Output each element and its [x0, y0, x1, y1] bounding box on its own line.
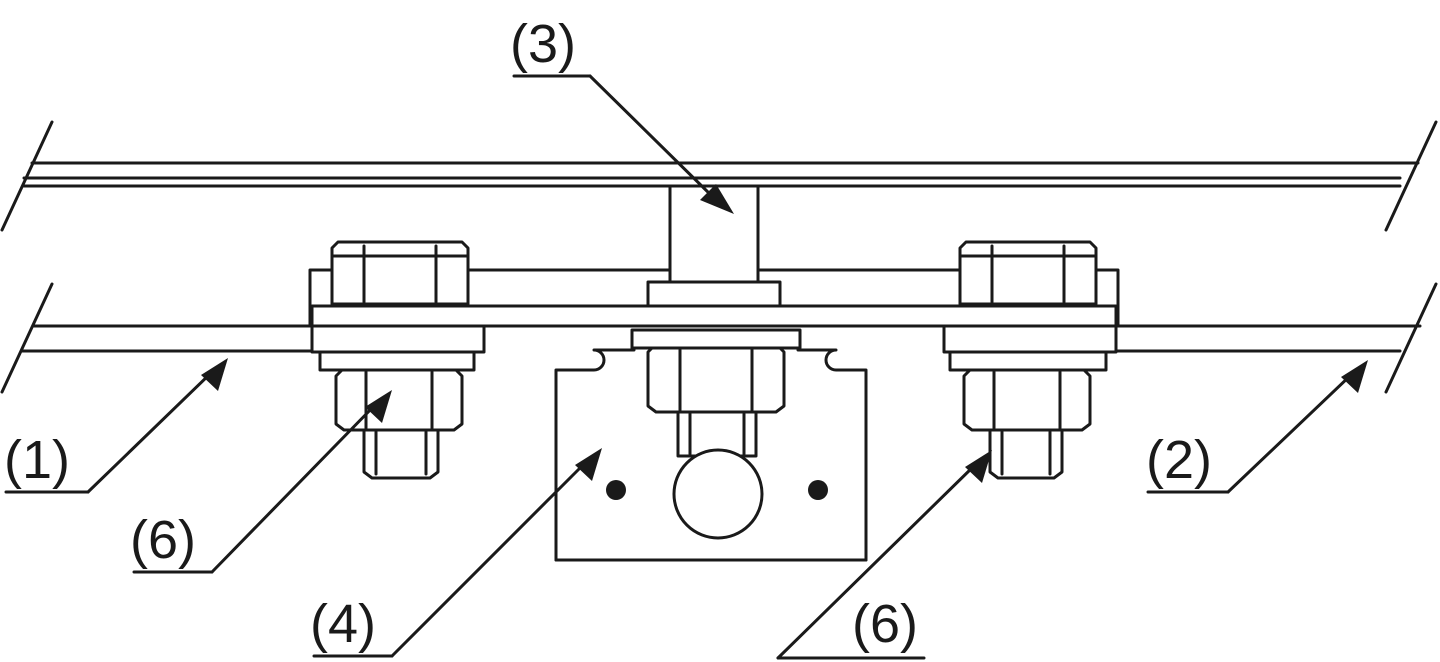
- arrow-nut-left-icon: [365, 390, 392, 423]
- label-nut-right: (6): [852, 594, 918, 654]
- left-bolt-assembly: [318, 240, 476, 480]
- break-line-lower-left: [0, 282, 54, 394]
- arrow-nut-right-icon: [965, 450, 992, 483]
- label-rail-1: (1): [4, 430, 70, 490]
- arrow-rail2-icon: [1341, 360, 1368, 393]
- break-line-upper-right: [1384, 120, 1438, 232]
- leaders: [4, 74, 1368, 660]
- hole-right-icon: [808, 480, 828, 500]
- label-pin: (3): [510, 14, 576, 74]
- break-line-lower-right: [1384, 282, 1438, 394]
- label-rail-2: (2): [1146, 430, 1212, 490]
- label-bracket: (4): [310, 594, 376, 654]
- arrow-bracket-icon: [575, 448, 602, 481]
- bolt-head-ball: [672, 448, 764, 540]
- label-nut-left: (6): [130, 510, 196, 570]
- arrow-rail1-icon: [201, 358, 228, 391]
- hole-left-icon: [606, 480, 626, 500]
- arrow-pin-icon: [700, 184, 734, 214]
- break-line-upper-left: [0, 120, 54, 232]
- right-bolt-assembly: [948, 240, 1108, 480]
- center-pin: [646, 184, 782, 308]
- center-nut: [630, 328, 802, 540]
